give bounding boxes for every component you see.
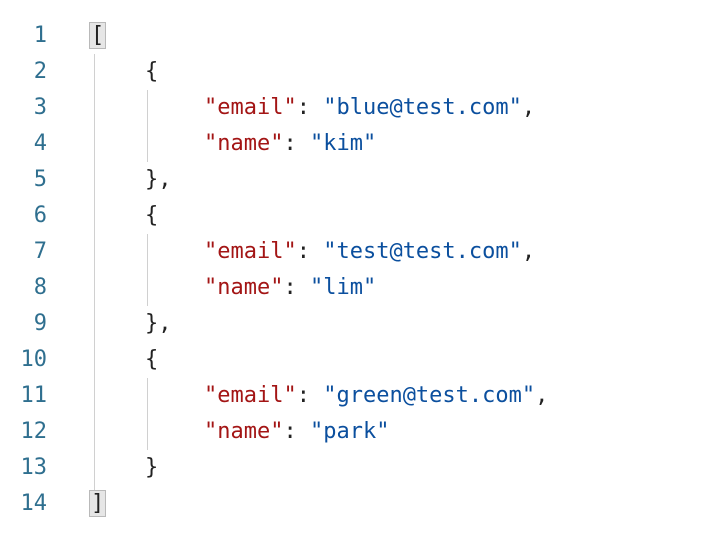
close-brace: } xyxy=(145,455,159,480)
json-key: "name" xyxy=(204,275,284,300)
json-value: "lim" xyxy=(309,275,377,300)
line-number: 14 xyxy=(20,491,48,516)
open-brace: { xyxy=(145,59,159,84)
colon: : xyxy=(296,95,324,120)
open-brace: { xyxy=(145,347,159,372)
json-key: "email" xyxy=(204,95,297,120)
line-number: 12 xyxy=(20,419,48,444)
code-line[interactable]: 8 "name": "lim" xyxy=(0,270,720,306)
indent-guide xyxy=(147,378,148,450)
comma: , xyxy=(521,239,536,264)
json-value: "green@test.com" xyxy=(323,383,536,408)
line-number: 2 xyxy=(33,59,47,84)
code-line[interactable]: 11 "email": "green@test.com", xyxy=(0,378,720,414)
indent-guide xyxy=(94,54,95,492)
json-value: "test@test.com" xyxy=(323,239,522,264)
colon: : xyxy=(296,239,324,264)
code-line[interactable]: 2 { xyxy=(0,54,720,90)
line-number: 7 xyxy=(33,239,47,264)
code-line[interactable]: 10 { xyxy=(0,342,720,378)
close-brace: }, xyxy=(145,311,172,336)
line-number: 4 xyxy=(33,131,47,156)
code-line[interactable]: 1 [ xyxy=(0,18,720,54)
json-key: "email" xyxy=(204,239,297,264)
close-brace: }, xyxy=(145,167,172,192)
json-value: "blue@test.com" xyxy=(323,95,522,120)
colon: : xyxy=(283,131,310,156)
json-value: "kim" xyxy=(309,131,377,156)
code-line[interactable]: 14 ] xyxy=(0,486,720,522)
colon: : xyxy=(296,383,324,408)
line-number: 9 xyxy=(33,311,47,336)
json-key: "name" xyxy=(204,419,284,444)
line-number: 8 xyxy=(33,275,47,300)
line-number: 3 xyxy=(33,95,47,120)
code-line[interactable]: 6 { xyxy=(0,198,720,234)
open-bracket: [ xyxy=(88,22,107,49)
comma: , xyxy=(521,95,536,120)
line-number: 11 xyxy=(20,383,48,408)
close-bracket: ] xyxy=(88,490,107,517)
indent-guide xyxy=(147,90,148,162)
line-number: 6 xyxy=(33,203,47,228)
code-line[interactable]: 13 } xyxy=(0,450,720,486)
code-line[interactable]: 5 }, xyxy=(0,162,720,198)
indent-guide xyxy=(147,234,148,306)
line-number: 10 xyxy=(20,347,48,372)
comma: , xyxy=(535,383,549,408)
json-value: "park" xyxy=(309,419,390,444)
code-line[interactable]: 12 "name": "park" xyxy=(0,414,720,450)
json-key: "name" xyxy=(204,131,284,156)
line-number: 13 xyxy=(20,455,48,480)
code-line[interactable]: 7 "email": "test@test.com", xyxy=(0,234,720,270)
json-key: "email" xyxy=(204,383,297,408)
colon: : xyxy=(283,419,310,444)
code-line[interactable]: 3 "email": "blue@test.com", xyxy=(0,90,720,126)
code-line[interactable]: 9 }, xyxy=(0,306,720,342)
colon: : xyxy=(283,275,310,300)
line-number: 1 xyxy=(33,23,47,48)
open-brace: { xyxy=(145,203,159,228)
code-line[interactable]: 4 "name": "kim" xyxy=(0,126,720,162)
line-number: 5 xyxy=(33,167,47,192)
